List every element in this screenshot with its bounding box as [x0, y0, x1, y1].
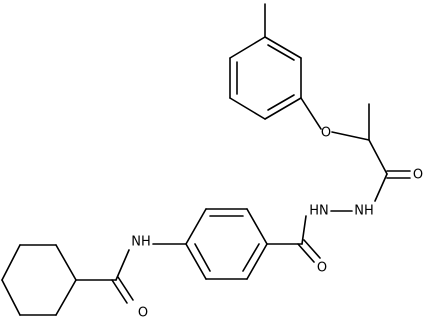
bond	[185, 243, 207, 280]
bond	[246, 243, 268, 280]
atom-label-hydrazide-nitrogen-2: NH	[354, 204, 374, 219]
double-bond-inner	[194, 243, 211, 272]
bond	[246, 208, 268, 245]
carbonyl-n-bond	[374, 173, 388, 202]
bond	[264, 36, 302, 59]
double-bond-inner	[267, 94, 295, 111]
atom-label-ether-oxygen: O	[321, 126, 331, 141]
atom-label-benzoyl-oxygen: O	[317, 261, 327, 276]
benzoyl-double-bond	[297, 243, 315, 263]
cyclohexyl-ring	[1, 244, 77, 316]
ether-ch-bond	[331, 131, 370, 141]
atom-label-hydrazide-nitrogen-1: HN	[309, 204, 329, 219]
bond	[55, 279, 77, 316]
aryl-ether-bond	[300, 97, 322, 130]
double-bond-inner	[242, 243, 260, 272]
amide-double-bond	[117, 276, 134, 301]
atom-label-amide-oxygen: O	[138, 306, 148, 321]
bond	[229, 97, 266, 120]
bond	[229, 36, 266, 59]
ch-carbonyl-bond	[368, 139, 388, 175]
n-carbonyl-bond	[301, 215, 307, 245]
bond	[185, 208, 207, 245]
amide-double-bond	[111, 279, 128, 304]
atom-label-hydrazide-carbonyl-oxygen: O	[413, 168, 423, 183]
atom-label-amide-nitrogen: NH	[131, 235, 151, 250]
bond	[55, 244, 77, 281]
n-amide-carbon-bond	[115, 249, 130, 281]
bond	[1, 279, 21, 316]
benzoyl-double-bond	[303, 239, 321, 259]
tolyl-ring	[229, 36, 302, 120]
double-bond-inner	[267, 44, 295, 61]
bond	[264, 97, 302, 120]
bond	[1, 244, 21, 281]
phenylene-ring	[185, 208, 268, 280]
